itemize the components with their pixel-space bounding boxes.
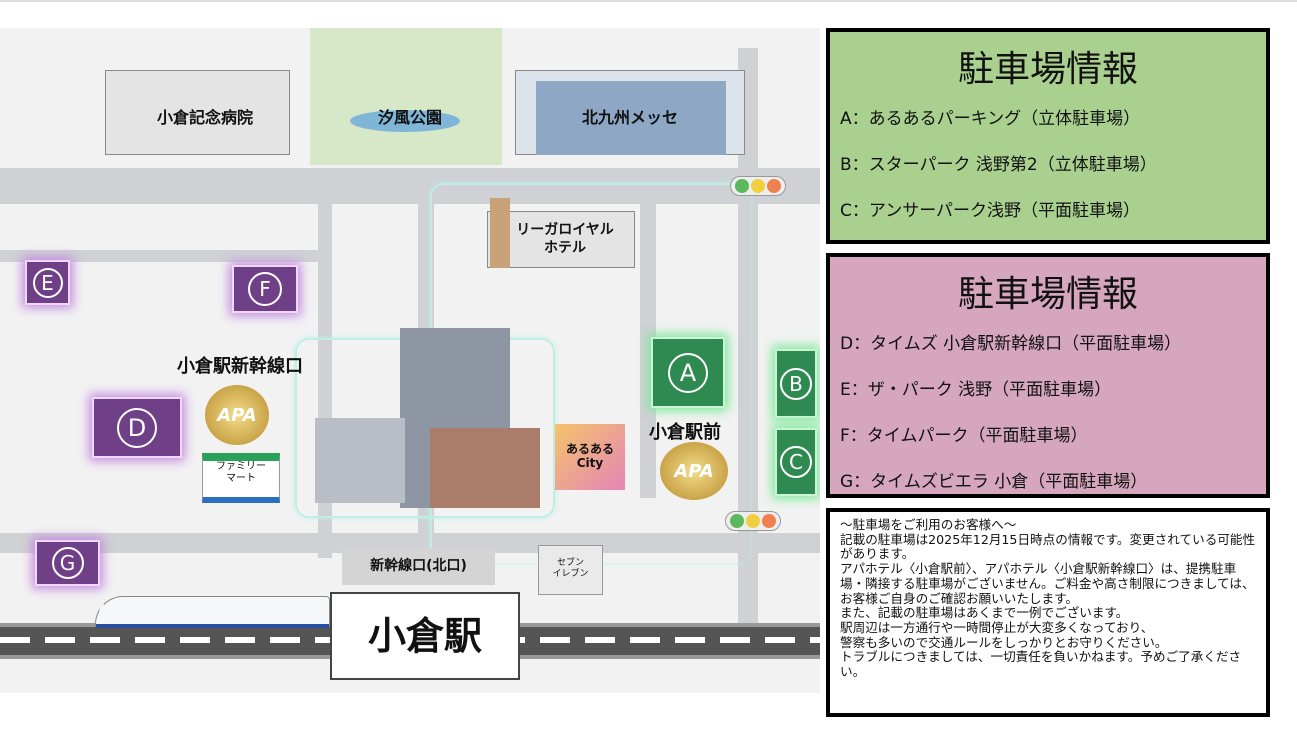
marker-a[interactable]: A — [651, 337, 725, 408]
hotel — [487, 198, 635, 268]
north-exit-label: 新幹線口(北口) — [342, 548, 495, 585]
marker-letter: G — [51, 547, 84, 579]
aruaru-city: あるある City — [555, 424, 625, 490]
shinkansen-exit-label: 小倉駅新幹線口 — [177, 356, 303, 377]
station-front-label: 小倉駅前 — [649, 422, 721, 443]
hospital-label: 小倉記念病院 — [156, 108, 253, 127]
parking-item-e: E：ザ・パーク 浅野（平面駐車場） — [840, 380, 1112, 400]
station-label: 小倉駅 — [330, 592, 520, 680]
traffic-light — [730, 176, 786, 196]
familymart: ファミリー マート — [202, 453, 280, 503]
pond — [350, 110, 460, 132]
parking-item-c: C：アンサーパーク浅野（平面駐車場） — [840, 201, 1141, 221]
hotel-tower — [490, 198, 510, 268]
marker-b[interactable]: B — [775, 349, 817, 418]
hotel-label: リーガロイヤル ホテル — [516, 222, 614, 256]
messe — [515, 70, 745, 155]
parking-info-panel-green: 駐車場情報 A：あるあるパーキング（立体駐車場） B：スターパーク 浅野第2（立… — [826, 28, 1270, 244]
hospital — [105, 70, 290, 155]
road — [0, 168, 820, 204]
parking-item-g: G：タイムズビエラ 小倉（平面駐車場） — [840, 472, 1148, 492]
parking-item-f: F：タイムパーク（平面駐車場） — [840, 426, 1088, 446]
marker-letter: E — [32, 267, 63, 298]
road — [0, 250, 320, 262]
notice-line: 駅周辺は一方通行や一時間停止が大変多くなっており、 — [840, 619, 1154, 635]
marker-letter: D — [117, 407, 157, 448]
notice-line: 警察も多いので交通ルールをしっかりとお守りください。 — [840, 634, 1168, 650]
marker-g[interactable]: G — [35, 540, 100, 586]
messe-label: 北九州メッセ — [581, 108, 678, 127]
road — [640, 198, 656, 498]
panel-title: 駐車場情報 — [957, 49, 1138, 90]
park-label: 汐風公園 — [377, 108, 442, 127]
traffic-light — [725, 511, 781, 531]
notice-line: トラブルにつきましては、一切責任を負いかねます。予めご了承ください。 — [840, 649, 1242, 680]
panel-title: 駐車場情報 — [957, 274, 1138, 315]
notice-line: アパホテル〈小倉駅前〉、アパホテル〈小倉駅新幹線口〉は、提携駐車場・隣接する駐車… — [840, 561, 1255, 606]
messe-building — [536, 81, 726, 155]
marker-letter: A — [668, 352, 708, 393]
apa-logo: APA — [205, 385, 269, 445]
marker-e[interactable]: E — [25, 260, 70, 305]
notice-line: ～駐車場をご利用のお客様へ～ — [840, 517, 1017, 532]
parking-item-b: B：スターパーク 浅野第2（立体駐車場） — [840, 155, 1157, 175]
marker-letter: C — [780, 446, 812, 478]
marker-c[interactable]: C — [775, 428, 817, 496]
shinkansen-train — [95, 596, 330, 628]
park — [310, 28, 502, 165]
notice-line: 記載の駐車場は2025年12月15日時点の情報です。変更されている可能性がありま… — [840, 531, 1256, 562]
parking-item-d: D：タイムズ 小倉駅新幹線口（平面駐車場） — [840, 334, 1182, 354]
marker-d[interactable]: D — [92, 397, 182, 458]
top-divider — [0, 0, 1297, 2]
parking-notice: ～駐車場をご利用のお客様へ～ 記載の駐車場は2025年12月15日時点の情報です… — [826, 508, 1270, 717]
marker-letter: B — [780, 367, 812, 400]
marker-f[interactable]: F — [232, 265, 298, 313]
marker-letter: F — [248, 272, 282, 306]
parking-item-a: A：あるあるパーキング（立体駐車場） — [840, 109, 1141, 129]
seven-eleven: セブン イレブン — [538, 545, 603, 595]
parking-info-panel-pink: 駐車場情報 D：タイムズ 小倉駅新幹線口（平面駐車場） E：ザ・パーク 浅野（平… — [826, 253, 1270, 498]
central-mall — [430, 428, 540, 508]
apa-logo: APA — [660, 442, 728, 500]
road — [0, 533, 820, 553]
notice-line: また、記載の駐車場はあくまで一例でございます。 — [840, 605, 1129, 621]
central-building — [315, 418, 405, 503]
area-map: 小倉記念病院 汐風公園 北九州メッセ リーガロイヤル ホテル E F D G A… — [0, 28, 820, 693]
